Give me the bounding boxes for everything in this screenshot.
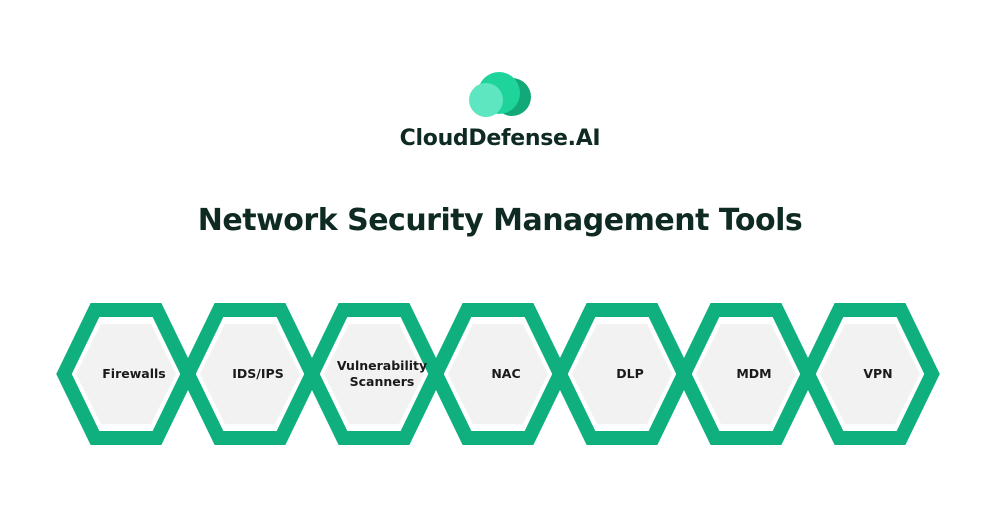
tools-chain xyxy=(56,303,940,445)
hexagon-fill xyxy=(820,324,920,424)
page-title: Network Security Management Tools xyxy=(197,203,803,238)
hexagon-fill xyxy=(200,324,300,424)
hexagon-fill xyxy=(76,324,176,424)
hexagon-fill xyxy=(572,324,672,424)
hexagon-fill xyxy=(448,324,548,424)
tool-label: Vulnerability Scanners xyxy=(336,358,428,389)
hexagon-fill xyxy=(324,324,424,424)
tool-label: VPN xyxy=(863,366,893,381)
clouddefense-logo-icon xyxy=(469,72,531,117)
tool-label: DLP xyxy=(616,366,644,381)
hexagon-border xyxy=(800,303,940,445)
brand-name: CloudDefense.AI xyxy=(399,126,601,151)
tool-hexagon xyxy=(800,303,940,445)
hexagon-fill xyxy=(696,324,796,424)
tool-label: MDM xyxy=(736,366,772,381)
tool-label: NAC xyxy=(491,366,521,381)
tool-label: Firewalls xyxy=(102,366,166,381)
tool-label: IDS/IPS xyxy=(232,366,284,381)
